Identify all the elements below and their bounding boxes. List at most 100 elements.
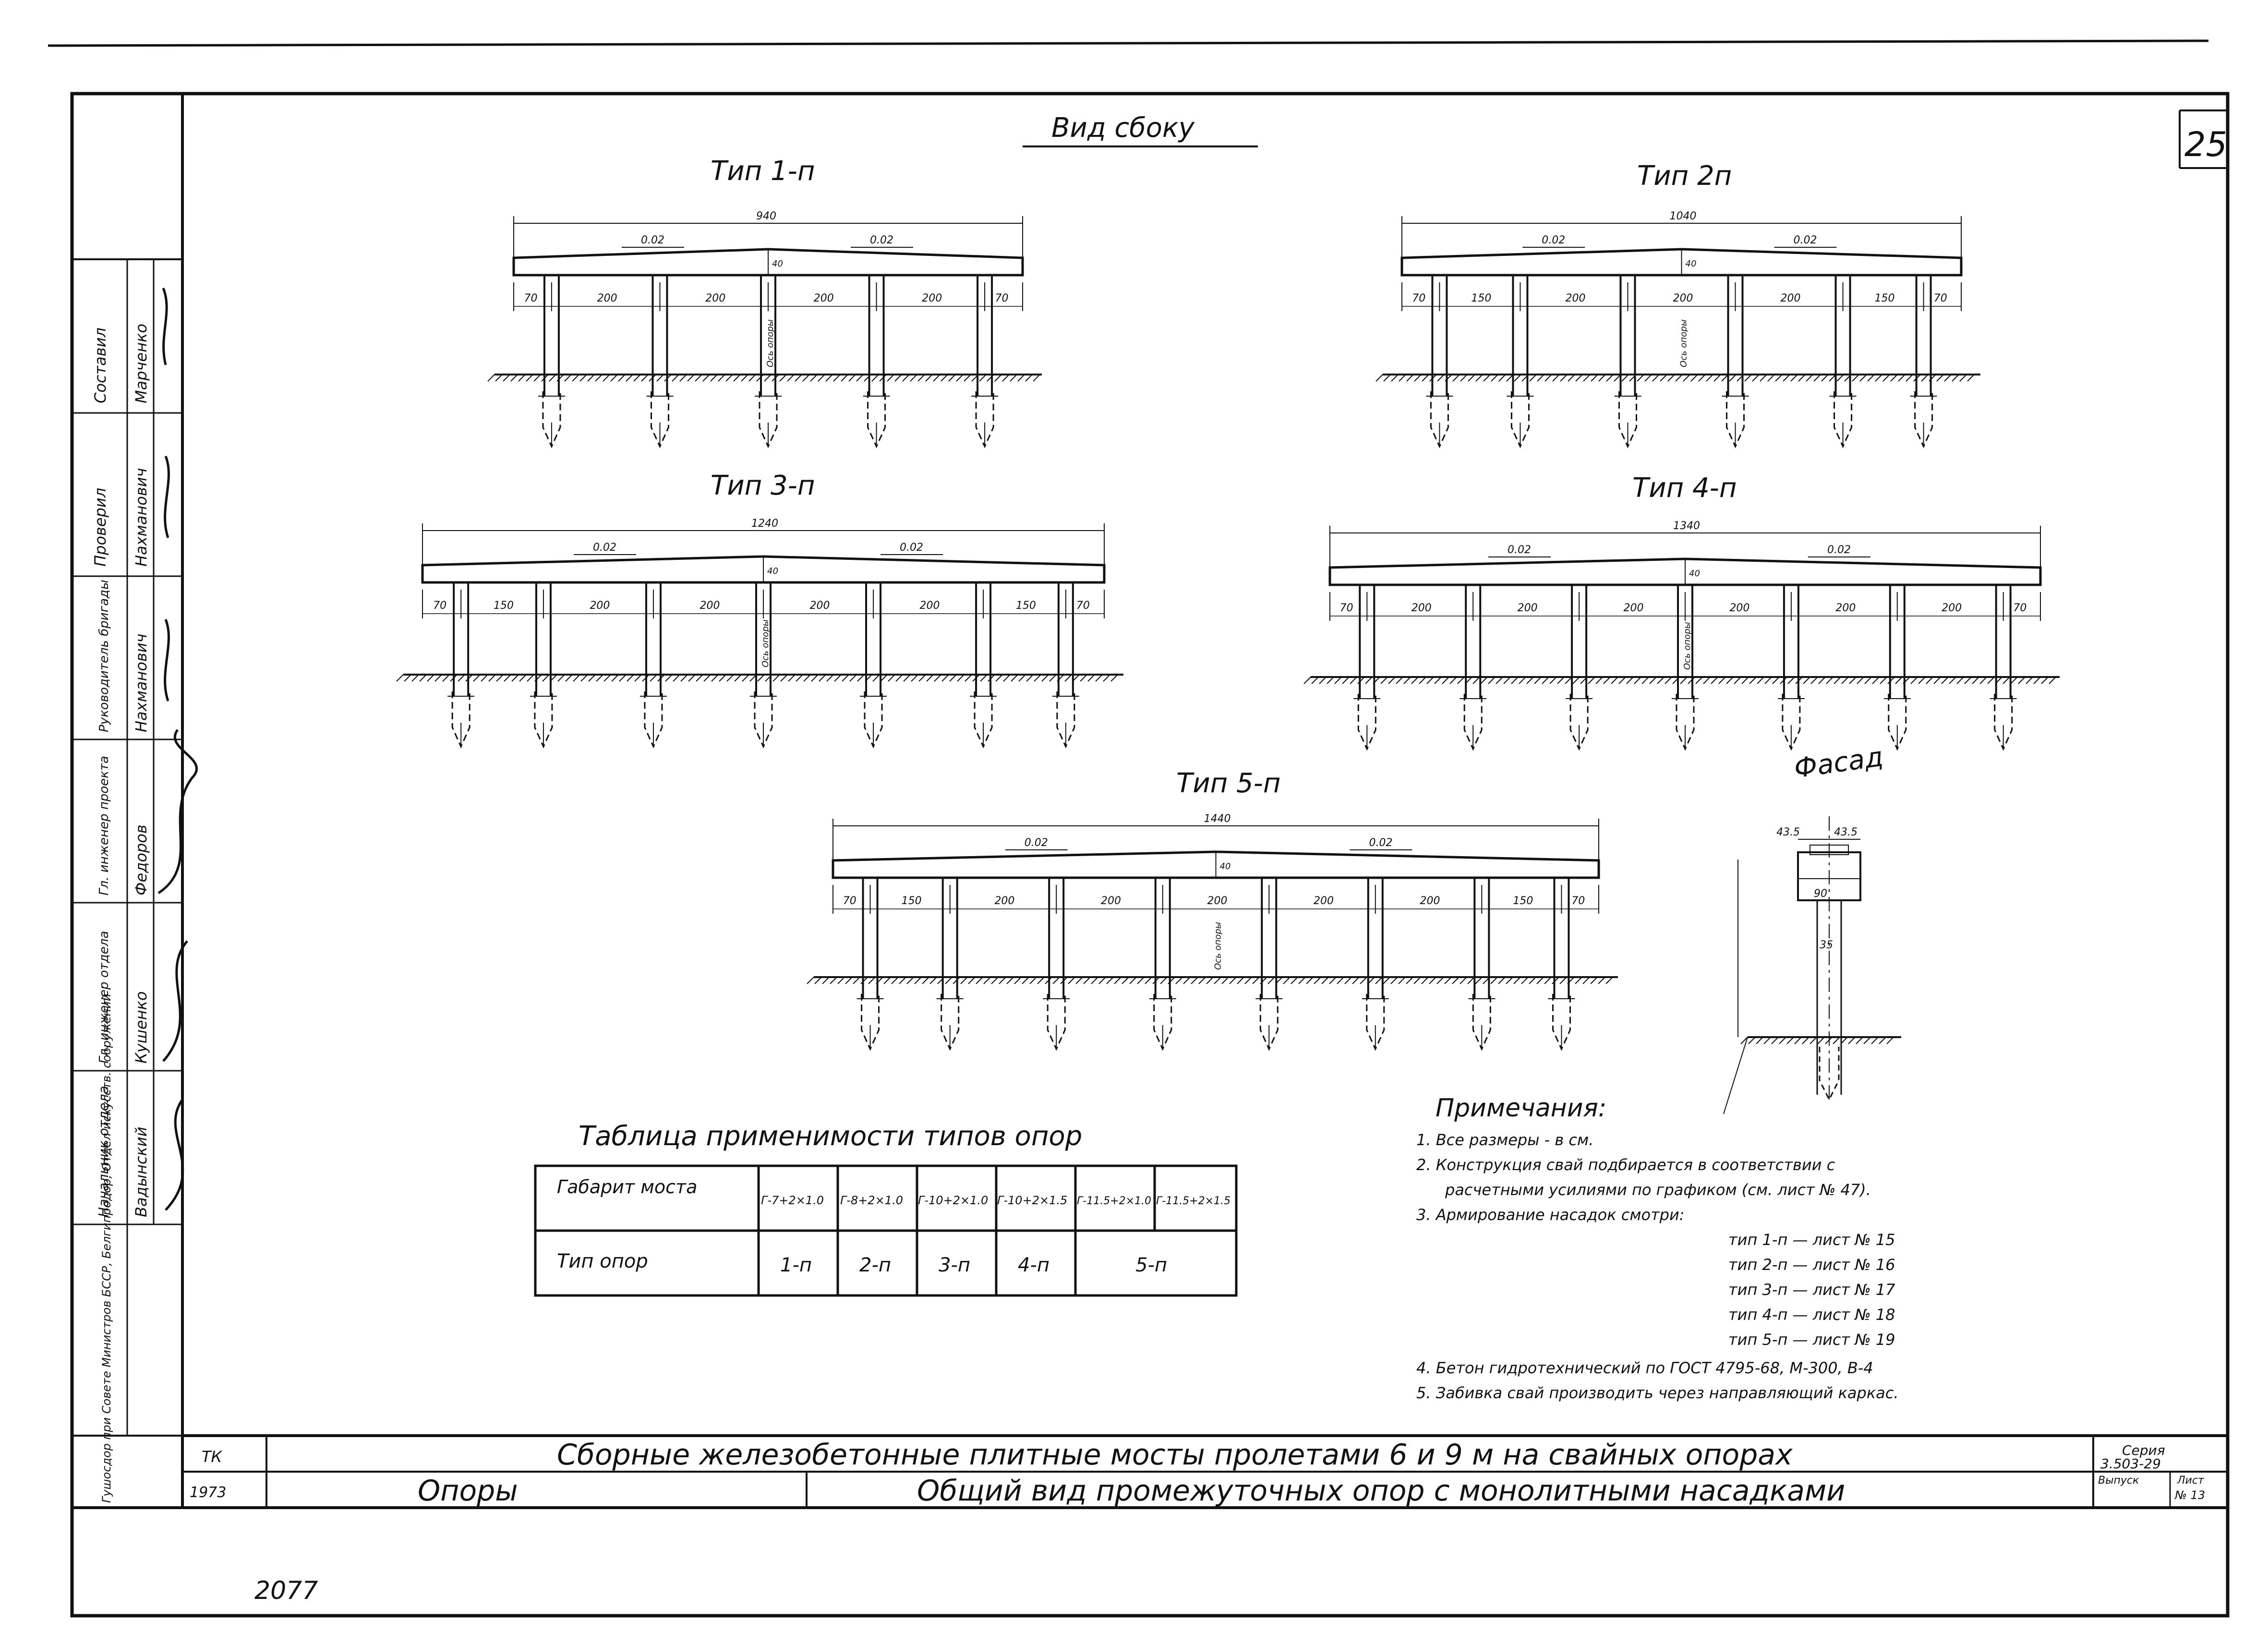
- stamp-name-5: Вадынский: [132, 1127, 150, 1217]
- cap-height-dim: 40: [1686, 259, 1697, 269]
- facade-dim-1: 43.5: [1834, 826, 1858, 838]
- span-dim: 200: [1781, 292, 1801, 304]
- note-9: 4. Бетон гидротехнический по ГОСТ 4795-6…: [1416, 1359, 1873, 1377]
- table-type-1: 2-п: [859, 1254, 891, 1276]
- bottom-number: 2077: [254, 1576, 318, 1605]
- series-value: 3.503-29: [2100, 1456, 2161, 1472]
- slope-label: 0.02: [870, 234, 893, 246]
- span-dim: 70: [995, 292, 1009, 304]
- pile: [1426, 275, 1453, 448]
- span-dim: 150: [902, 895, 922, 907]
- span-dim: 200: [1518, 602, 1538, 614]
- span-dim: 70: [433, 600, 446, 612]
- cap-height-dim: 40: [1689, 568, 1700, 579]
- applicability-table: Таблица применимости типов опор Габарит …: [534, 1121, 1238, 1297]
- span-dim: 200: [1942, 602, 1962, 614]
- span-dim: 70: [1934, 292, 1947, 304]
- facade-title: Фасад: [1792, 741, 1885, 785]
- pile: [755, 275, 782, 448]
- pile: [1362, 878, 1389, 1051]
- table-row1-label: Габарит моста: [557, 1176, 697, 1197]
- main-title: Сборные железобетонные плитные мосты про…: [557, 1438, 1793, 1472]
- stamp-name-4: Кушенко: [132, 992, 150, 1064]
- stamp-name-2: Нахманович: [132, 634, 150, 732]
- pier-total-dim: 1040: [1670, 210, 1697, 222]
- notes: Примечания: 1. Все размеры - в см. 2. Ко…: [1416, 1094, 1899, 1402]
- note-10: 5. Забивка свай производить через направ…: [1416, 1384, 1899, 1402]
- table-type-3: 4-п: [1018, 1254, 1050, 1276]
- table-gabarit-2: Г-10+2×1.0: [918, 1194, 988, 1207]
- table-gabarit-4: Г-11.5+2×1.0: [1077, 1195, 1151, 1207]
- span-dim: 200: [1624, 602, 1644, 614]
- span-dim: 200: [810, 600, 830, 612]
- note-1: 2. Конструкция свай подбирается в соотве…: [1416, 1156, 1835, 1174]
- sheet-frame: [48, 39, 2230, 1618]
- span-dim: 70: [524, 292, 537, 304]
- note-8: тип 5-п — лист № 19: [1728, 1331, 1895, 1349]
- table-gabarit-1: Г-8+2×1.0: [840, 1194, 903, 1207]
- pile: [970, 582, 997, 749]
- series-label: Серия: [2122, 1442, 2165, 1458]
- note-6: тип 3-п — лист № 17: [1728, 1281, 1895, 1299]
- table-type-4: 5-п: [1135, 1254, 1167, 1276]
- span-dim: 200: [1420, 895, 1440, 907]
- span-dim: 200: [1101, 895, 1121, 907]
- facade-view: Фасад 43.5 43.5 90 35: [1723, 741, 1901, 1114]
- span-dim: 70: [1340, 602, 1353, 614]
- slope-label: 0.02: [1508, 544, 1531, 556]
- pile: [857, 878, 884, 1051]
- span-dim: 200: [920, 600, 940, 612]
- slope-label: 0.02: [593, 542, 616, 554]
- pile: [1052, 582, 1079, 749]
- cap-height-dim: 40: [767, 566, 778, 576]
- stamp-name-1: Нахманович: [132, 468, 150, 567]
- slope-label: 0.02: [1025, 837, 1048, 849]
- slope-label: 0.02: [1794, 234, 1817, 246]
- span-dim: 150: [1016, 600, 1036, 612]
- title-tk: ТК: [202, 1448, 223, 1466]
- sheet-title: Общий вид промежуточных опор с монолитны…: [917, 1474, 1845, 1508]
- pile: [1990, 585, 2017, 751]
- facade-dim-2: 90: [1814, 888, 1827, 900]
- stamp-name-3: Федоров: [132, 824, 150, 895]
- vypusk-label: Выпуск: [2098, 1475, 2139, 1487]
- span-dim: 200: [1411, 602, 1432, 614]
- span-dim: 150: [494, 600, 514, 612]
- note-5: тип 2-п — лист № 16: [1728, 1256, 1895, 1274]
- pile: [750, 582, 777, 749]
- pier-title: Тип 4-п: [1632, 472, 1737, 504]
- pier-axis-label: Ось опоры: [1213, 922, 1223, 970]
- span-dim: 200: [994, 895, 1014, 907]
- pier-axis-label: Ось опоры: [765, 319, 775, 367]
- pile: [1910, 275, 1937, 448]
- stamp-role-4: Гл. инженер отдела: [97, 931, 111, 1064]
- list-value: № 13: [2174, 1488, 2205, 1502]
- pile: [530, 582, 557, 749]
- note-2: расчетными усилиями по графиком (см. лис…: [1445, 1181, 1871, 1199]
- stamp-name-0: Марченко: [132, 324, 150, 403]
- pile: [1883, 585, 1911, 751]
- span-dim: 200: [1314, 895, 1334, 907]
- cap-height-dim: 40: [1220, 861, 1231, 871]
- note-4: тип 1-п — лист № 15: [1728, 1231, 1895, 1249]
- cap-height-dim: 40: [772, 259, 783, 269]
- corner-sheet-number: 25: [2184, 125, 2227, 164]
- stamp-role-2: Руководитель бригады: [97, 580, 111, 732]
- pier-total-dim: 940: [756, 210, 776, 222]
- note-7: тип 4-п — лист № 18: [1728, 1306, 1895, 1324]
- span-dim: 70: [2013, 602, 2027, 614]
- pier-title: Тип 1-п: [711, 156, 815, 187]
- table-row2-label: Тип опор: [557, 1250, 648, 1272]
- span-dim: 70: [843, 895, 857, 907]
- facade-dim-0: 43.5: [1776, 826, 1800, 838]
- pile: [860, 582, 887, 749]
- span-dim: 200: [1729, 602, 1749, 614]
- span-dim: 70: [1571, 895, 1585, 907]
- pile: [646, 275, 674, 448]
- stamp-role-0: Составил: [91, 327, 109, 403]
